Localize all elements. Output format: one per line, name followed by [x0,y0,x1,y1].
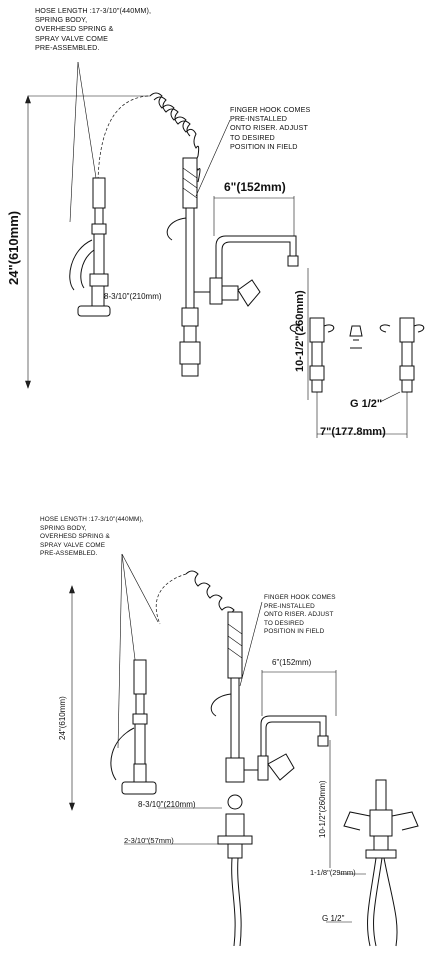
hose-note-line: HOSE LENGTH :17-3/10"(440mm), [35,6,152,15]
hook-note-line: ONTO RISER. ADJUST [264,611,334,619]
shank-dimension: 1-1/8"(29mm) [310,868,356,877]
hook-note-line: POSITION IN FIELD [230,141,298,151]
bottom-drawing-lines [69,553,419,947]
hook-note-line: PRE-INSTALLED [264,602,315,610]
base-dimension: 2-3/10"(57mm) [124,836,174,845]
hook-note: FINGER HOOK COMES PRE-INSTALLED ONTO RIS… [264,594,336,637]
top-drawing-lines [25,61,425,438]
hose-note-line: SPRING BODY, [35,15,88,25]
hose-note-line: SPRAY VALVE COME [40,541,106,549]
side-offset-dimension: 8-3/10"(210mm) [138,800,196,809]
hose-note-line: SPRAY VALVE COME [35,33,108,43]
side-offset-dimension: 8-3/10"(210mm) [104,292,162,301]
faucet-height-dimension: 10-1/2"(260mm) [318,780,327,838]
faucet-height-dimension: 10-1/2"(260mm) [294,290,306,372]
bottom-diagram: HOSE LENGTH :17-3/10"(440mm), SPRING BOD… [0,490,438,956]
hose-note-line: OVERHESD SPRING & [35,24,114,34]
hose-note: HOSE LENGTH :17-3/10"(440mm), SPRING BOD… [35,6,151,52]
hook-note-line: FINGER HOOK COMES [264,594,336,601]
thread-size-label: G 1/2" [322,914,345,923]
overall-height-dimension: 24"(610mm) [58,696,67,740]
hose-note-line: PRE-ASSEMBLED. [40,550,98,558]
hook-note-line: FINGER HOOK COMES [230,105,311,114]
spout-reach-dimension: 6"(152mm) [224,180,286,194]
spout-reach-dimension: 6"(152mm) [272,658,312,667]
hose-note-line: HOSE LENGTH :17-3/10"(440mm), [40,516,144,523]
hook-note-line: TO DESIRED [264,619,304,627]
overall-height-dimension: 24"(610mm) [6,210,21,285]
hose-note-line: PRE-ASSEMBLED. [35,42,100,52]
hose-note-line: SPRING BODY, [40,524,87,532]
hook-note-line: POSITION IN FIELD [264,628,325,636]
centers-dimension: 7"(177.8mm) [320,426,386,438]
hook-note-line: TO DESIRED [230,132,275,142]
hook-note: FINGER HOOK COMES PRE-INSTALLED ONTO RIS… [230,105,310,151]
hook-note-line: ONTO RISER. ADJUST [230,123,308,133]
hose-note: HOSE LENGTH :17-3/10"(440mm), SPRING BOD… [40,516,144,559]
top-diagram: HOSE LENGTH :17-3/10"(440mm), SPRING BOD… [0,0,438,470]
thread-size-label: G 1/2" [350,398,383,410]
hook-note-line: PRE-INSTALLED [230,114,288,124]
hose-note-line: OVERHESD SPRING & [40,533,110,541]
